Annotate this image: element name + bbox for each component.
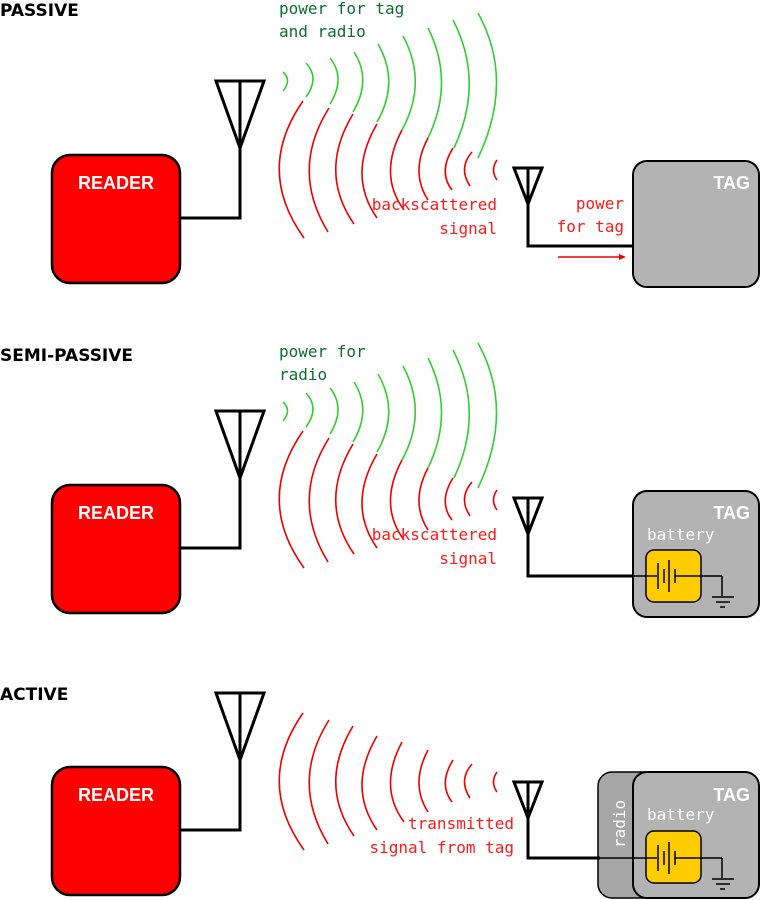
ground-icon (712, 858, 734, 890)
reader-antenna-icon (180, 691, 267, 832)
backscatter-waves (278, 100, 498, 239)
power-label-line1: power for tag (279, 0, 404, 18)
reader-label: READER (78, 173, 154, 193)
power-waves (282, 12, 498, 159)
backscatter-waves (278, 430, 498, 569)
power-label-line2: radio (279, 365, 327, 384)
battery-icon (634, 560, 722, 592)
signal-label-line1: backscattered (372, 525, 497, 544)
transmitted-waves (278, 712, 498, 851)
tag-antenna-icon (511, 166, 634, 248)
tag-power-label-line1: power (576, 194, 625, 213)
tag-label: TAG (713, 173, 750, 193)
signal-label-line2: signal from tag (370, 838, 515, 857)
panel-semi-passive: SEMI-PASSIVE READER (0, 342, 760, 618)
signal-label-line1: transmitted (408, 814, 514, 833)
battery-label: battery (647, 805, 715, 824)
tag-antenna-icon (511, 496, 634, 578)
panel-passive: PASSIVE READER (0, 0, 760, 288)
panel-title: PASSIVE (0, 1, 79, 21)
battery-box (645, 830, 702, 884)
power-waves (282, 342, 498, 489)
tag-label: TAG (713, 503, 750, 523)
power-arrow-icon (558, 254, 626, 260)
battery-icon (634, 842, 722, 874)
radio-label: radio (610, 800, 629, 848)
tag-label: TAG (713, 785, 750, 805)
power-label-line2: and radio (279, 22, 366, 41)
tag-antenna-icon (511, 780, 634, 860)
signal-label-line2: signal (439, 219, 497, 238)
tag-power-label-line2: for tag (557, 217, 624, 236)
reader-antenna-icon (180, 409, 267, 550)
panel-title: ACTIVE (0, 685, 68, 705)
signal-label-line1: backscattered (372, 195, 497, 214)
panel-title: SEMI-PASSIVE (0, 346, 133, 366)
reader-antenna-icon (180, 79, 267, 220)
ground-icon (712, 576, 734, 608)
panel-active: ACTIVE READER transmitted signal from ta… (0, 685, 760, 899)
battery-label: battery (647, 525, 715, 544)
signal-label-line2: signal (439, 549, 497, 568)
tag-box (632, 160, 760, 288)
reader-label: READER (78, 785, 154, 805)
reader-label: READER (78, 503, 154, 523)
power-label-line1: power for (279, 342, 366, 361)
